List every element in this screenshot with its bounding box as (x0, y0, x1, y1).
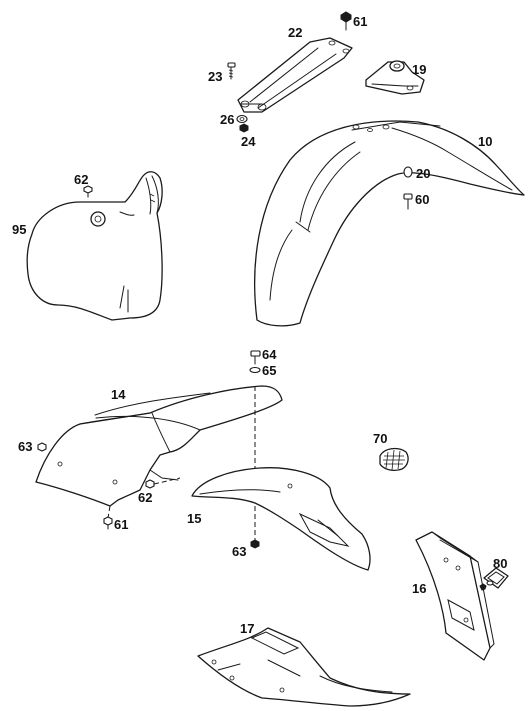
callout-22: 22 (288, 25, 302, 40)
callout-63-lower: 63 (232, 544, 246, 559)
callout-10: 10 (478, 134, 492, 149)
callout-70: 70 (373, 431, 387, 446)
bolt-62-plate (83, 185, 93, 198)
callout-60: 60 (415, 192, 429, 207)
callout-62-middle: 62 (138, 490, 152, 505)
screw-60 (403, 193, 413, 210)
bolt-61-lower (103, 505, 113, 530)
nut-63-lower (250, 539, 260, 549)
bolt-61-top (340, 11, 352, 31)
callout-26: 26 (220, 112, 234, 127)
screw-23 (227, 62, 236, 80)
spacer-20 (403, 166, 413, 178)
part-16-license-plate-holder (415, 531, 495, 661)
callout-62-plate: 62 (74, 172, 88, 187)
callout-14: 14 (111, 387, 126, 402)
screw-64 (250, 350, 261, 365)
callout-23: 23 (208, 69, 222, 84)
bolt-62-middle (145, 477, 181, 489)
nut-24 (239, 123, 249, 133)
part-22-fender-bracket (237, 37, 353, 113)
part-80-license-light (479, 567, 509, 591)
washer-26 (236, 114, 248, 124)
callout-63-left: 63 (18, 439, 32, 454)
part-15-inner-mudguard (191, 467, 371, 571)
callout-80: 80 (493, 556, 507, 571)
part-95-number-plate (26, 171, 163, 321)
part-14-rear-fender (35, 385, 283, 507)
part-19-bracket-plate (365, 60, 425, 95)
part-17-lower-mudflap (197, 627, 411, 707)
callout-19: 19 (412, 62, 426, 77)
callout-61-lower: 61 (114, 517, 128, 532)
callout-95: 95 (12, 222, 26, 237)
callout-labels: 22 61 23 19 26 24 10 20 60 62 95 64 65 1… (12, 14, 507, 636)
callout-24: 24 (241, 134, 256, 149)
part-70-reflector (379, 447, 409, 471)
callout-64: 64 (262, 347, 277, 362)
callout-16: 16 (412, 581, 426, 596)
callout-15: 15 (187, 511, 201, 526)
callout-65: 65 (262, 363, 276, 378)
nut-63-left (37, 442, 47, 452)
washer-65 (249, 366, 261, 374)
callout-17: 17 (240, 621, 254, 636)
callout-61-top: 61 (353, 14, 367, 29)
callout-20: 20 (416, 166, 430, 181)
part-10-front-fender (254, 120, 525, 327)
